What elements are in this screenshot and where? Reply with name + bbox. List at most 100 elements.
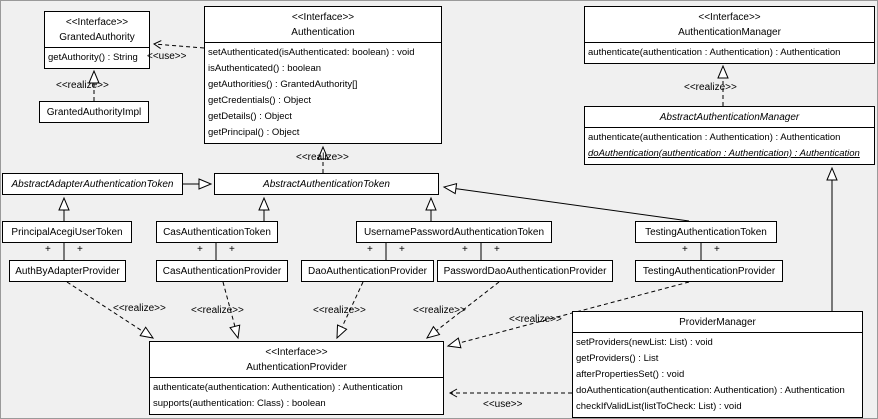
class-name: PrincipalAcegiUserToken bbox=[11, 227, 123, 238]
class-granted-authority[interactable]: <<Interface>> GrantedAuthority getAuthor… bbox=[44, 11, 150, 69]
class-name: AbstractAdapterAuthenticationToken bbox=[11, 179, 174, 190]
class-provider-manager[interactable]: ProviderManager setProviders(newList: Li… bbox=[572, 311, 863, 418]
method: getAuthority() : String bbox=[48, 52, 138, 63]
class-header: <<Interface>> Authentication bbox=[205, 7, 441, 42]
class-name: TestingAuthenticationToken bbox=[645, 227, 767, 238]
class-cas-authentication-token[interactable]: CasAuthenticationToken bbox=[156, 221, 278, 243]
association-plus: + bbox=[682, 244, 688, 255]
class-header: PasswordDaoAuthenticationProvider bbox=[438, 261, 612, 281]
class-header: AbstractAuthenticationToken bbox=[215, 174, 438, 194]
class-name: AbstractAuthenticationManager bbox=[659, 112, 800, 123]
methods-compartment: authenticate(authentication: Authenticat… bbox=[150, 377, 443, 414]
class-authentication-manager[interactable]: <<Interface>> AuthenticationManager auth… bbox=[584, 6, 875, 64]
class-header: TestingAuthenticationProvider bbox=[636, 261, 782, 281]
class-authentication[interactable]: <<Interface>> Authentication setAuthenti… bbox=[204, 6, 442, 144]
class-cas-authentication-provider[interactable]: CasAuthenticationProvider bbox=[156, 260, 288, 282]
method: getCredentials() : Object bbox=[208, 95, 311, 106]
method: authenticate(authentication : Authentica… bbox=[588, 132, 841, 143]
class-name: TestingAuthenticationProvider bbox=[642, 266, 776, 277]
use-label: <<use>> bbox=[147, 51, 187, 62]
stereotype-label: <<Interface>> bbox=[291, 12, 355, 23]
class-granted-authority-impl[interactable]: GrantedAuthorityImpl bbox=[39, 101, 149, 123]
class-header: DaoAuthenticationProvider bbox=[302, 261, 433, 281]
edge-realize-passworddaoprovider bbox=[425, 281, 500, 339]
association-plus: + bbox=[714, 244, 720, 255]
class-abstract-authentication-token[interactable]: AbstractAuthenticationToken bbox=[214, 173, 439, 195]
method: setAuthenticated(isAuthenticated: boolea… bbox=[208, 47, 415, 58]
method: getPrincipal() : Object bbox=[208, 127, 300, 138]
class-authentication-provider[interactable]: <<Interface>> AuthenticationProvider aut… bbox=[149, 341, 444, 415]
method: getProviders() : List bbox=[576, 353, 659, 364]
association-plus: + bbox=[229, 244, 235, 255]
class-testing-authentication-provider[interactable]: TestingAuthenticationProvider bbox=[635, 260, 783, 282]
stereotype-label: <<Interface>> bbox=[698, 12, 761, 23]
stereotype-label: <<Interface>> bbox=[65, 17, 129, 28]
methods-compartment: authenticate(authentication : Authentica… bbox=[585, 42, 874, 63]
class-name: AuthenticationManager bbox=[678, 27, 781, 38]
class-header: TestingAuthenticationToken bbox=[636, 222, 776, 242]
method: getAuthorities() : GrantedAuthority[] bbox=[208, 79, 358, 90]
class-abstract-authentication-manager[interactable]: AbstractAuthenticationManager authentica… bbox=[584, 106, 875, 165]
method: authenticate(authentication : Authentica… bbox=[588, 47, 841, 58]
class-auth-by-adapter-provider[interactable]: AuthByAdapterProvider bbox=[9, 260, 126, 282]
association-plus: + bbox=[77, 244, 83, 255]
edge-realize-daoauthenticationprovider bbox=[336, 281, 364, 340]
edge-extends-testingtoken bbox=[442, 183, 690, 222]
association-plus: + bbox=[197, 244, 203, 255]
class-dao-authentication-provider[interactable]: DaoAuthenticationProvider bbox=[301, 260, 434, 282]
class-name: GrantedAuthorityImpl bbox=[46, 107, 142, 118]
realize-label: <<realize>> bbox=[413, 305, 466, 316]
class-header: AuthByAdapterProvider bbox=[10, 261, 125, 281]
class-header: <<Interface>> AuthenticationManager bbox=[585, 7, 874, 42]
methods-compartment: setProviders(newList: List) : void getPr… bbox=[573, 332, 862, 417]
class-name: DaoAuthenticationProvider bbox=[308, 266, 427, 277]
class-name: AuthByAdapterProvider bbox=[15, 266, 120, 277]
class-name: CasAuthenticationToken bbox=[163, 227, 271, 238]
realize-label: <<realize>> bbox=[684, 82, 737, 93]
class-password-dao-authentication-provider[interactable]: PasswordDaoAuthenticationProvider bbox=[437, 260, 613, 282]
class-header: UsernamePasswordAuthenticationToken bbox=[357, 222, 551, 242]
abstract-method: doAuthentication(authentication : Authen… bbox=[588, 148, 860, 159]
use-label: <<use>> bbox=[483, 399, 523, 410]
class-header: ProviderManager bbox=[573, 312, 862, 332]
class-name: Authentication bbox=[291, 27, 355, 38]
class-abstract-adapter-authentication-token[interactable]: AbstractAdapterAuthenticationToken bbox=[2, 173, 183, 195]
class-header: <<Interface>> AuthenticationProvider bbox=[150, 342, 443, 377]
class-username-password-authentication-token[interactable]: UsernamePasswordAuthenticationToken bbox=[356, 221, 552, 243]
association-plus: + bbox=[45, 244, 51, 255]
class-principal-acegi-user-token[interactable]: PrincipalAcegiUserToken bbox=[2, 221, 132, 243]
methods-compartment: getAuthority() : String bbox=[45, 47, 149, 68]
realize-label: <<realize>> bbox=[313, 305, 366, 316]
edge-realize-casauthenticationprovider bbox=[222, 281, 241, 340]
realize-label: <<realize>> bbox=[113, 303, 166, 314]
class-name: GrantedAuthority bbox=[59, 32, 135, 43]
class-header: AbstractAuthenticationManager bbox=[585, 107, 874, 127]
class-header: CasAuthenticationProvider bbox=[157, 261, 287, 281]
class-header: GrantedAuthorityImpl bbox=[40, 102, 148, 122]
class-header: <<Interface>> GrantedAuthority bbox=[45, 12, 149, 47]
class-name: CasAuthenticationProvider bbox=[162, 266, 282, 277]
realize-label: <<realize>> bbox=[191, 305, 244, 316]
class-header: AbstractAdapterAuthenticationToken bbox=[3, 174, 182, 194]
realize-label: <<realize>> bbox=[509, 314, 562, 325]
class-testing-authentication-token[interactable]: TestingAuthenticationToken bbox=[635, 221, 777, 243]
method: isAuthenticated() : boolean bbox=[208, 63, 322, 74]
association-plus: + bbox=[462, 244, 468, 255]
method: authenticate(authentication: Authenticat… bbox=[153, 382, 403, 393]
method: checkIfValidList(listToCheck: List) : vo… bbox=[576, 401, 742, 412]
class-name: ProviderManager bbox=[679, 317, 756, 328]
association-plus: + bbox=[399, 244, 405, 255]
class-header: PrincipalAcegiUserToken bbox=[3, 222, 131, 242]
realize-label: <<realize>> bbox=[296, 152, 349, 163]
method: afterPropertiesSet() : void bbox=[576, 369, 685, 380]
methods-compartment: setAuthenticated(isAuthenticated: boolea… bbox=[205, 42, 441, 143]
method: supports(authentication: Class) : boolea… bbox=[153, 398, 326, 409]
class-header: CasAuthenticationToken bbox=[157, 222, 277, 242]
method: getDetails() : Object bbox=[208, 111, 292, 122]
method: doAuthentication(authentication: Authent… bbox=[576, 385, 845, 396]
class-name: PasswordDaoAuthenticationProvider bbox=[443, 266, 607, 277]
class-name: UsernamePasswordAuthenticationToken bbox=[363, 227, 545, 238]
realize-label: <<realize>> bbox=[56, 80, 109, 91]
association-plus: + bbox=[494, 244, 500, 255]
